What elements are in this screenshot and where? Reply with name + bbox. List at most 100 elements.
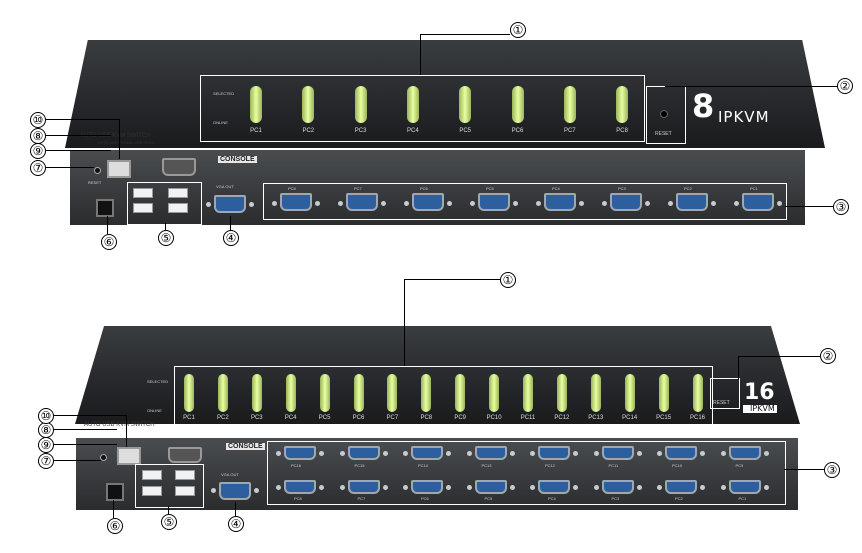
- pc-vga-port[interactable]: [474, 446, 507, 460]
- screw: [711, 201, 716, 206]
- usb-port[interactable]: [142, 470, 162, 480]
- callout-4: ④: [223, 230, 239, 246]
- pc-vga-port[interactable]: [544, 193, 576, 211]
- pc-vga-port[interactable]: [665, 446, 697, 460]
- top-front-panel: [75, 326, 800, 424]
- callout-7: ⑦: [30, 160, 46, 176]
- pc-label: PC7: [386, 415, 399, 421]
- rj45-port[interactable]: [117, 447, 141, 465]
- pc-vga-port[interactable]: [728, 480, 761, 494]
- pc-vga-port[interactable]: [742, 193, 774, 211]
- callout-9: ⑨: [38, 437, 54, 453]
- pc-label: PC2: [217, 415, 229, 421]
- pc-vga-port[interactable]: [538, 480, 570, 494]
- screw: [530, 451, 535, 456]
- pc-vga-port[interactable]: [280, 193, 312, 211]
- console-label: CONSOLE: [226, 443, 265, 450]
- pc-vga-port[interactable]: [538, 446, 570, 460]
- port-label: PC7: [357, 496, 366, 501]
- screw: [276, 485, 281, 490]
- online-label: ONLINE: [213, 120, 228, 125]
- reset-pin[interactable]: [94, 167, 101, 174]
- screw: [249, 202, 254, 207]
- pc-led: [590, 374, 601, 412]
- pc-vga-port[interactable]: [610, 193, 642, 211]
- pc-vga-port[interactable]: [347, 446, 380, 460]
- pc-led: [455, 374, 466, 412]
- pc-led: [354, 86, 367, 123]
- pc-vga-port[interactable]: [474, 480, 507, 494]
- pc-led: [302, 86, 315, 123]
- port-label: PC5: [484, 496, 493, 501]
- screw: [573, 451, 578, 456]
- rj45-port[interactable]: [107, 160, 131, 178]
- pc-led: [692, 374, 703, 412]
- callout-8: ⑧: [38, 422, 54, 438]
- usb-port[interactable]: [175, 486, 195, 496]
- port-label: PC8: [288, 186, 296, 191]
- pc-vga-port[interactable]: [601, 480, 634, 494]
- usb-port[interactable]: [142, 486, 162, 496]
- usb-port[interactable]: [133, 188, 153, 198]
- pc-label: PC13: [588, 415, 604, 421]
- pc-label: PC10: [486, 415, 502, 421]
- pc-led: [489, 374, 500, 412]
- pc-label: PC6: [511, 128, 524, 134]
- usb-port[interactable]: [168, 203, 188, 213]
- usb-port[interactable]: [133, 203, 153, 213]
- pc-label: PC6: [352, 415, 365, 421]
- serial-port[interactable]: [168, 447, 202, 463]
- reset-pin[interactable]: [100, 454, 107, 461]
- reset-hole[interactable]: [660, 110, 668, 118]
- reset-label: RESET: [713, 400, 730, 406]
- pc-led: [459, 86, 472, 123]
- pc-label: PC1: [250, 128, 262, 134]
- usb-group-outline: [127, 182, 202, 225]
- pc-vga-port[interactable]: [347, 480, 380, 494]
- screw: [720, 451, 726, 456]
- screw: [470, 201, 475, 206]
- pc-vga-port[interactable]: [478, 193, 510, 211]
- pc-vga-port[interactable]: [601, 446, 634, 460]
- vga-out-port[interactable]: [219, 482, 251, 500]
- port-label: PC4: [548, 496, 556, 501]
- pc-label: PC9: [454, 415, 467, 421]
- pc-led: [563, 86, 576, 123]
- screw: [381, 201, 386, 206]
- pc-vga-port[interactable]: [411, 480, 443, 494]
- callout-1: ①: [500, 272, 516, 288]
- dc-power-jack[interactable]: [106, 483, 124, 501]
- pc-vga-port[interactable]: [676, 193, 708, 211]
- callout-9: ⑨: [30, 143, 46, 159]
- vga-out-label: VGA OUT: [216, 184, 234, 189]
- serial-port[interactable]: [162, 158, 196, 176]
- top-front-panel: [65, 40, 825, 148]
- usb-port[interactable]: [175, 470, 195, 480]
- pc-vga-port[interactable]: [411, 446, 443, 460]
- pc-label: PC12: [554, 415, 570, 421]
- port-label: PC16: [291, 463, 302, 468]
- pc-led: [184, 374, 194, 412]
- model-text-box: [743, 405, 777, 413]
- vga-out-port[interactable]: [214, 195, 246, 213]
- usb-port[interactable]: [168, 188, 188, 198]
- dc-power-jack[interactable]: [96, 199, 114, 217]
- port-label: PC7: [354, 186, 362, 191]
- port-label: PC10: [672, 463, 683, 468]
- pc-vga-port[interactable]: [284, 446, 316, 460]
- pc-led: [353, 374, 364, 412]
- screw: [206, 202, 211, 207]
- vga-out-label: VGA OUT: [221, 472, 239, 477]
- screw: [777, 201, 782, 206]
- pc-led: [616, 86, 629, 123]
- pc-label: PC5: [459, 128, 472, 134]
- pc-vga-port[interactable]: [346, 193, 378, 211]
- pc-vga-port[interactable]: [728, 446, 761, 460]
- port-label: PC15: [354, 463, 365, 468]
- callout-3: ③: [833, 199, 849, 215]
- pc-vga-port[interactable]: [284, 480, 316, 494]
- reset-label: RESET: [655, 131, 672, 137]
- pc-vga-port[interactable]: [665, 480, 697, 494]
- pc-vga-port[interactable]: [412, 193, 444, 211]
- pc-led: [387, 374, 398, 412]
